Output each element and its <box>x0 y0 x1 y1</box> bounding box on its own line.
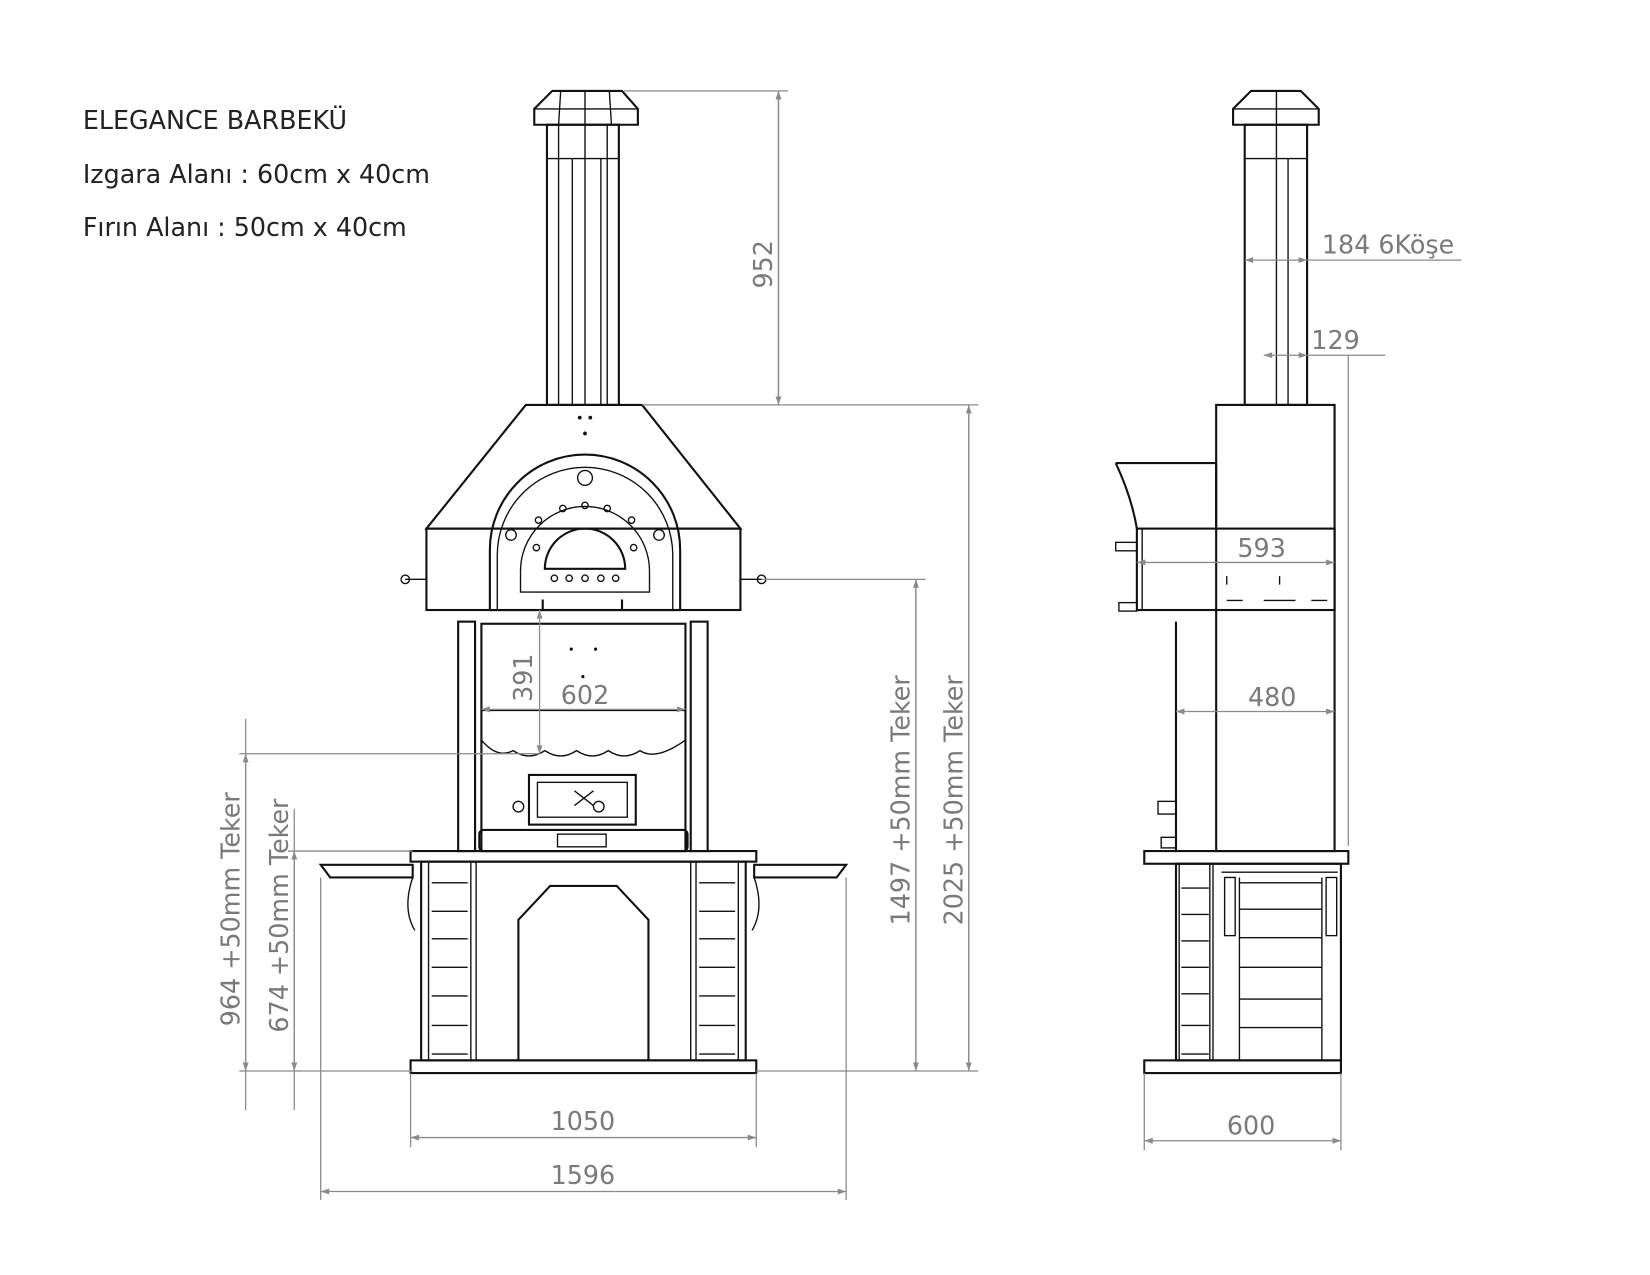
dim-chimney-height: 952 <box>748 240 778 288</box>
dim-grill-depth: 391 <box>508 653 538 701</box>
side-view <box>1114 89 1350 1075</box>
dim-base-depth: 600 <box>1227 1110 1275 1140</box>
info-block: ELEGANCE BARBEKÜ Izgara Alanı : 60cm x 4… <box>83 105 430 242</box>
oven-area-label: Fırın Alanı : 50cm x 40cm <box>83 212 407 242</box>
dim-body-depth: 480 <box>1248 682 1296 712</box>
grill-area-label: Izgara Alanı : 60cm x 40cm <box>83 159 430 189</box>
dim-chimney-inner: 129 <box>1311 325 1359 355</box>
side-dimensions: 184 6Köşe 129 593 480 600 <box>1136 230 1462 1151</box>
dim-grill-width: 602 <box>561 680 609 710</box>
dim-grill-height: 964 +50mm Teker <box>215 792 245 1027</box>
dim-total-width: 1596 <box>551 1160 616 1190</box>
dim-oven-height: 1497 +50mm Teker <box>886 675 916 926</box>
dim-counter-height: 674 +50mm Teker <box>264 798 294 1033</box>
dim-hood-depth: 593 <box>1237 533 1285 563</box>
product-title: ELEGANCE BARBEKÜ <box>83 105 347 135</box>
dim-chimney-width: 184 6Köşe <box>1322 230 1454 260</box>
dim-total-height: 2025 +50mm Teker <box>938 675 968 926</box>
front-dimensions: 952 2025 +50mm Teker 1497 +50mm Teker 39… <box>215 90 979 1200</box>
front-view <box>318 89 849 1075</box>
dim-body-width: 1050 <box>551 1106 616 1136</box>
